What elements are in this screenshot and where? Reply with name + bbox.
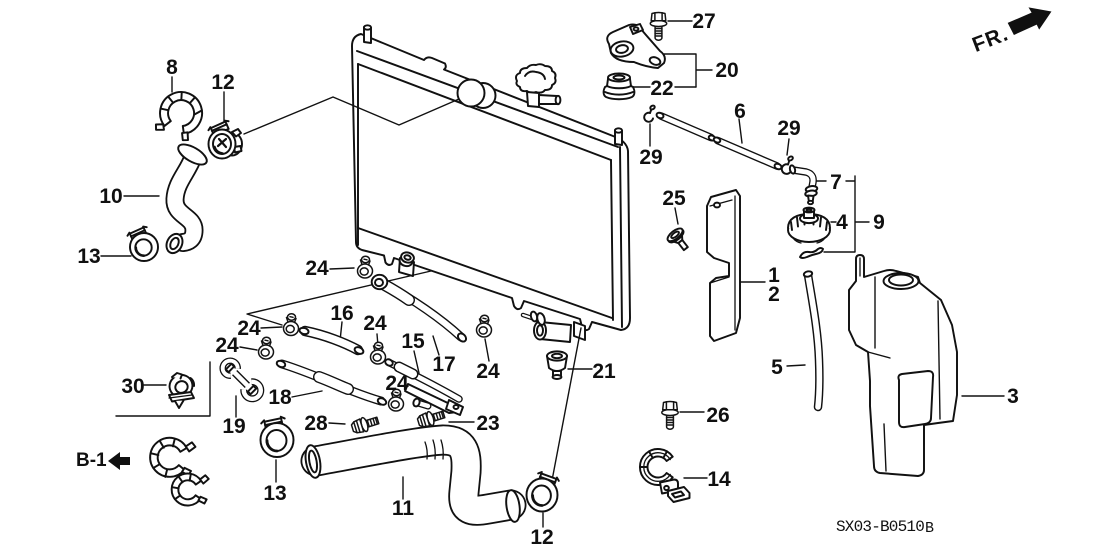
svg-text:27: 27	[692, 10, 715, 33]
svg-text:9: 9	[873, 211, 885, 234]
svg-text:29: 29	[777, 117, 800, 140]
svg-text:B: B	[925, 520, 935, 537]
svg-text:24: 24	[476, 360, 500, 383]
svg-text:14: 14	[707, 468, 731, 491]
svg-text:5: 5	[771, 356, 783, 379]
svg-text:12: 12	[211, 71, 234, 94]
svg-text:15: 15	[401, 330, 425, 353]
svg-text:24: 24	[385, 372, 409, 395]
svg-text:3: 3	[1007, 385, 1019, 408]
svg-text:24: 24	[305, 257, 329, 280]
svg-text:19: 19	[222, 415, 245, 438]
svg-text:29: 29	[639, 146, 662, 169]
svg-text:8: 8	[166, 56, 178, 79]
svg-text:26: 26	[706, 404, 729, 427]
svg-text:12: 12	[530, 526, 553, 549]
svg-text:20: 20	[715, 59, 738, 82]
svg-text:17: 17	[432, 353, 455, 376]
svg-text:24: 24	[237, 317, 261, 340]
svg-text:13: 13	[263, 482, 286, 505]
svg-text:30: 30	[121, 375, 144, 398]
svg-text:28: 28	[304, 412, 328, 435]
svg-text:22: 22	[650, 77, 673, 100]
svg-text:7: 7	[830, 171, 842, 194]
svg-text:23: 23	[476, 412, 499, 435]
svg-text:SX03-B0510: SX03-B0510	[836, 518, 924, 536]
svg-text:2: 2	[768, 283, 780, 306]
svg-text:FR.: FR.	[969, 22, 1012, 57]
svg-text:1: 1	[768, 264, 780, 287]
svg-text:6: 6	[734, 100, 746, 123]
svg-text:B-1: B-1	[76, 450, 107, 471]
svg-text:4: 4	[836, 211, 848, 234]
svg-text:24: 24	[363, 312, 387, 335]
svg-text:11: 11	[392, 497, 415, 520]
svg-text:24: 24	[215, 334, 239, 357]
svg-text:16: 16	[330, 302, 353, 325]
svg-text:18: 18	[268, 386, 292, 409]
svg-text:13: 13	[77, 245, 100, 268]
svg-text:21: 21	[592, 360, 616, 383]
svg-text:25: 25	[662, 187, 686, 210]
svg-text:10: 10	[99, 185, 122, 208]
